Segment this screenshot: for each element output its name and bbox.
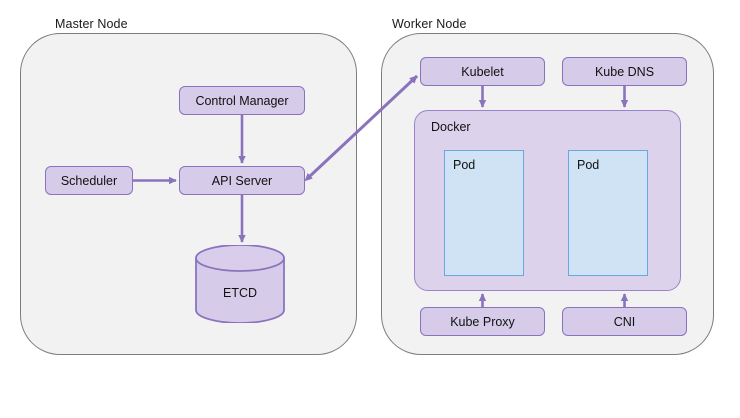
etcd-shape	[195, 244, 285, 324]
api-server-box[interactable]: API Server	[179, 166, 305, 195]
master-node-label: Master Node	[55, 17, 128, 31]
control-manager-box[interactable]: Control Manager	[179, 86, 305, 115]
etcd-cylinder[interactable]: ETCD	[193, 244, 287, 324]
pod-label-2: Pod	[577, 158, 600, 172]
kube-proxy-box[interactable]: Kube Proxy	[420, 307, 545, 336]
kubelet-box[interactable]: Kubelet	[420, 57, 545, 86]
etcd-label: ETCD	[222, 286, 258, 300]
kube-dns-box[interactable]: Kube DNS	[562, 57, 687, 86]
cni-box[interactable]: CNI	[562, 307, 687, 336]
docker-label: Docker	[431, 120, 471, 134]
scheduler-box[interactable]: Scheduler	[45, 166, 133, 195]
pod-box-1[interactable]	[444, 150, 524, 276]
worker-node-label: Worker Node	[392, 17, 467, 31]
pod-box-2[interactable]	[568, 150, 648, 276]
pod-label-1: Pod	[453, 158, 476, 172]
